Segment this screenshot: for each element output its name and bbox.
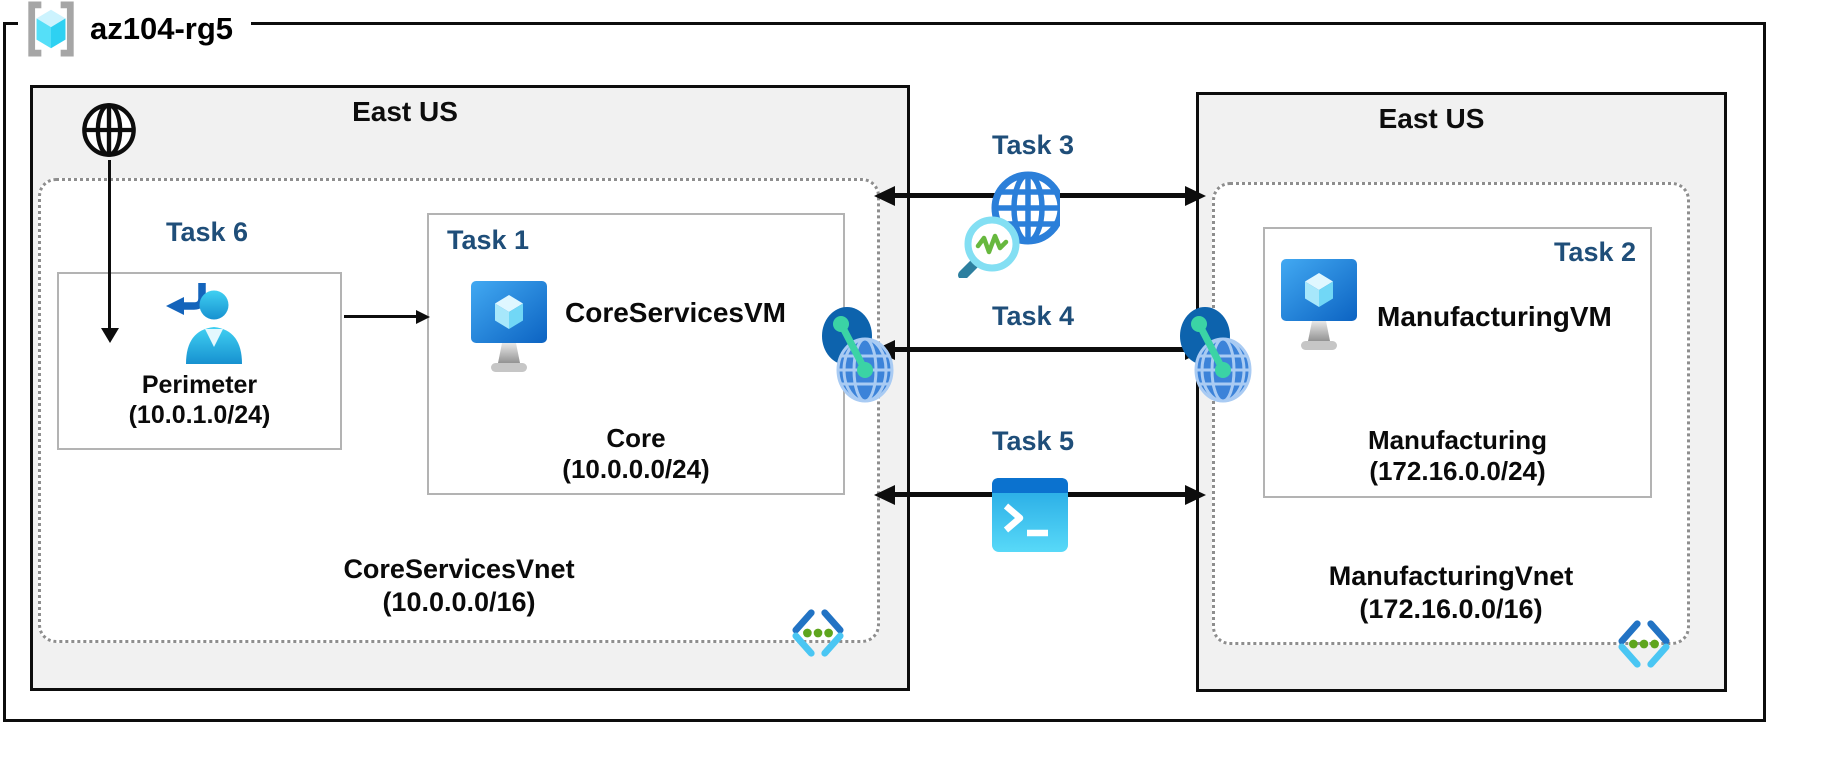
resource-group-header: az104-rg5 xyxy=(18,1,252,61)
arrow-shaft xyxy=(344,315,417,318)
manufacturing-vnet-name: ManufacturingVnet xyxy=(1328,561,1574,591)
task2-manufacturing-box: Task 2 ManufacturingVM Manufacturing (17… xyxy=(1263,227,1652,498)
resource-group-name: az104-rg5 xyxy=(90,11,234,46)
task4-label: Task 4 xyxy=(991,301,1075,331)
region-left-title: East US xyxy=(352,96,458,127)
core-subnet-text: Core (10.0.0.0/24) xyxy=(429,423,843,485)
arrow-head-left xyxy=(874,186,895,206)
network-watcher-icon xyxy=(958,171,1060,278)
arrow-head-down xyxy=(101,328,119,343)
resource-group-icon xyxy=(28,1,74,57)
perimeter-subnet-cidr: (10.0.1.0/24) xyxy=(128,401,271,429)
perimeter-to-vm-arrow xyxy=(344,310,430,324)
region-right-title: East US xyxy=(1378,103,1485,134)
core-services-vm-icon xyxy=(471,281,547,372)
task3-label: Task 3 xyxy=(991,130,1075,160)
arrow-head-right xyxy=(416,310,430,324)
peering-icon-right xyxy=(1180,307,1252,403)
core-vnet-cidr: (10.0.0.0/16) xyxy=(382,587,536,617)
peering-icon-left xyxy=(822,307,894,403)
task5-label: Task 5 xyxy=(991,426,1075,456)
arrow-shaft xyxy=(108,160,111,328)
manufacturing-subnet-cidr: (172.16.0.0/24) xyxy=(1369,456,1546,486)
core-vnet-text: CoreServicesVnet (10.0.0.0/16) xyxy=(38,553,880,619)
manufacturing-subnet-name: Manufacturing xyxy=(1367,425,1548,455)
vnet-icon-right xyxy=(1618,620,1670,668)
signin-user-icon xyxy=(165,283,242,364)
resource-group-boundary xyxy=(3,22,1766,722)
manufacturing-subnet-text: Manufacturing (172.16.0.0/24) xyxy=(1265,425,1650,487)
arrow-head-right xyxy=(1185,485,1206,505)
region-right-east-us: East US Task 2 ManufacturingVM Manufactu… xyxy=(1196,92,1727,692)
internet-to-perimeter-arrow xyxy=(101,160,119,344)
perimeter-subnet-box: Perimeter (10.0.1.0/24) xyxy=(57,272,342,450)
core-vnet-name: CoreServicesVnet xyxy=(343,554,575,584)
manufacturing-vnet-text: ManufacturingVnet (172.16.0.0/16) xyxy=(1212,560,1690,626)
task2-label: Task 2 xyxy=(1553,237,1636,267)
manufacturing-vm-icon xyxy=(1281,259,1357,350)
manufacturing-vm-name: ManufacturingVM xyxy=(1377,301,1612,332)
arrow-head-right xyxy=(1185,186,1206,206)
arrow-head-left xyxy=(874,485,895,505)
task1-label: Task 1 xyxy=(447,225,530,255)
arrow-shaft xyxy=(889,347,1191,352)
perimeter-subnet-text: Perimeter (10.0.1.0/24) xyxy=(59,370,340,430)
region-left-east-us: East US Task 6 Perimeter (10.0.1.0/24 xyxy=(30,85,910,691)
manufacturing-vnet-cidr: (172.16.0.0/16) xyxy=(1359,594,1543,624)
core-subnet-cidr: (10.0.0.0/24) xyxy=(562,454,710,484)
cloud-shell-icon xyxy=(992,478,1068,552)
perimeter-subnet-name: Perimeter xyxy=(141,371,258,399)
task4-peering-arrow xyxy=(874,340,1206,360)
task1-core-box: Task 1 CoreServicesVM Core (10.0.0.0/24) xyxy=(427,213,845,495)
internet-icon xyxy=(82,103,136,157)
core-vm-name: CoreServicesVM xyxy=(565,297,787,328)
core-subnet-name: Core xyxy=(606,423,666,453)
vnet-icon-left xyxy=(792,609,844,657)
task6-label: Task 6 xyxy=(165,217,249,247)
